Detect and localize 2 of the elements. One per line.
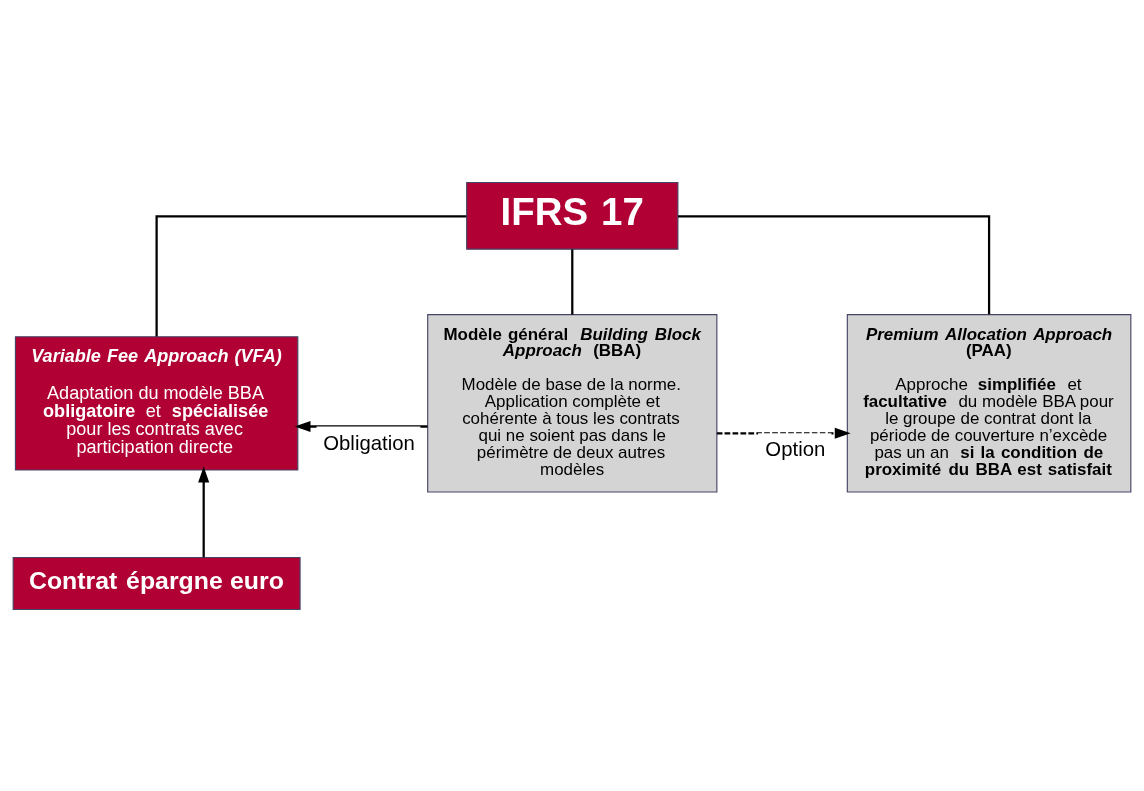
edge-label: Option	[765, 437, 826, 460]
edge-label: Obligation	[323, 431, 415, 454]
